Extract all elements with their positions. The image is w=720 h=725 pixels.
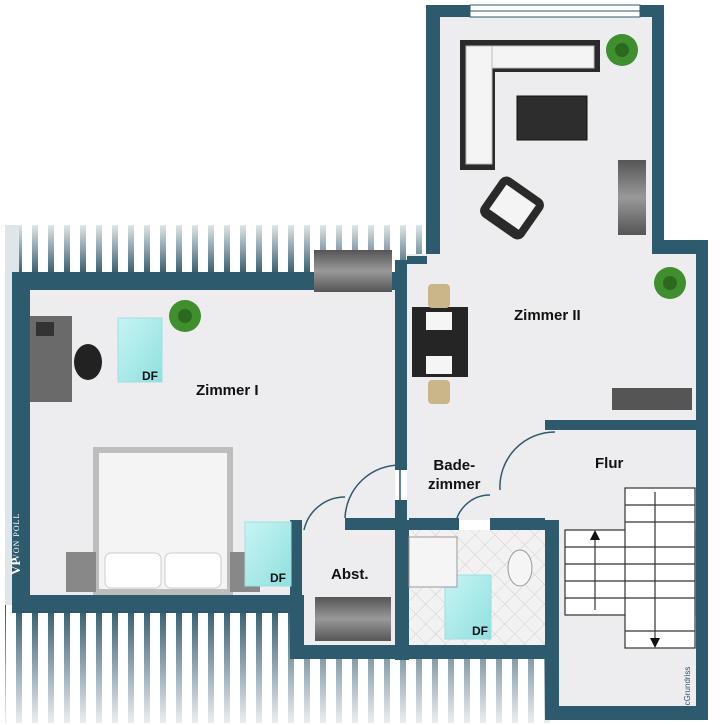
door-swings — [303, 431, 556, 531]
skylight-zimmer-1 — [117, 317, 163, 383]
outer-walls — [12, 5, 708, 720]
credit-text: McGrundriss — [683, 666, 692, 712]
armchair — [480, 176, 544, 240]
skylight-label-3: DF — [472, 624, 488, 638]
window-top — [469, 4, 641, 18]
logo-monogram: VP — [8, 557, 23, 575]
skylight-zimmer-1-bed — [244, 521, 292, 587]
skylight-label-1: DF — [142, 369, 158, 383]
room-label-bad: Bade- zimmer — [428, 456, 481, 494]
room-label-bad-line-2: zimmer — [428, 476, 481, 493]
desk — [30, 316, 102, 402]
plant-zimmer-1 — [169, 300, 201, 332]
room-label-bad-line-1: Bade- — [433, 457, 476, 474]
coffee-table — [516, 95, 588, 141]
staircase — [564, 487, 696, 649]
dining-table — [412, 284, 468, 404]
logo-text: VON POLL — [12, 512, 21, 560]
plant-zimmer-2-right — [654, 267, 686, 299]
skylight-label-2: DF — [270, 571, 286, 585]
shower — [408, 536, 458, 588]
sideboard — [612, 388, 692, 410]
room-label-zimmer-2: Zimmer II — [514, 307, 581, 324]
room-label-flur: Flur — [595, 455, 624, 472]
room-label-abst: Abst. — [331, 566, 369, 583]
tv-cabinet — [618, 160, 646, 235]
shelf-abst — [315, 597, 391, 641]
sofa — [460, 40, 600, 170]
stair-arrows — [590, 530, 660, 648]
bed — [66, 447, 260, 595]
interior-walls — [290, 256, 696, 600]
room-label-zimmer-1: Zimmer I — [196, 382, 259, 399]
plant-zimmer-2-top — [606, 34, 638, 66]
wardrobe-zimmer-1 — [314, 250, 392, 292]
toilet — [507, 549, 533, 587]
